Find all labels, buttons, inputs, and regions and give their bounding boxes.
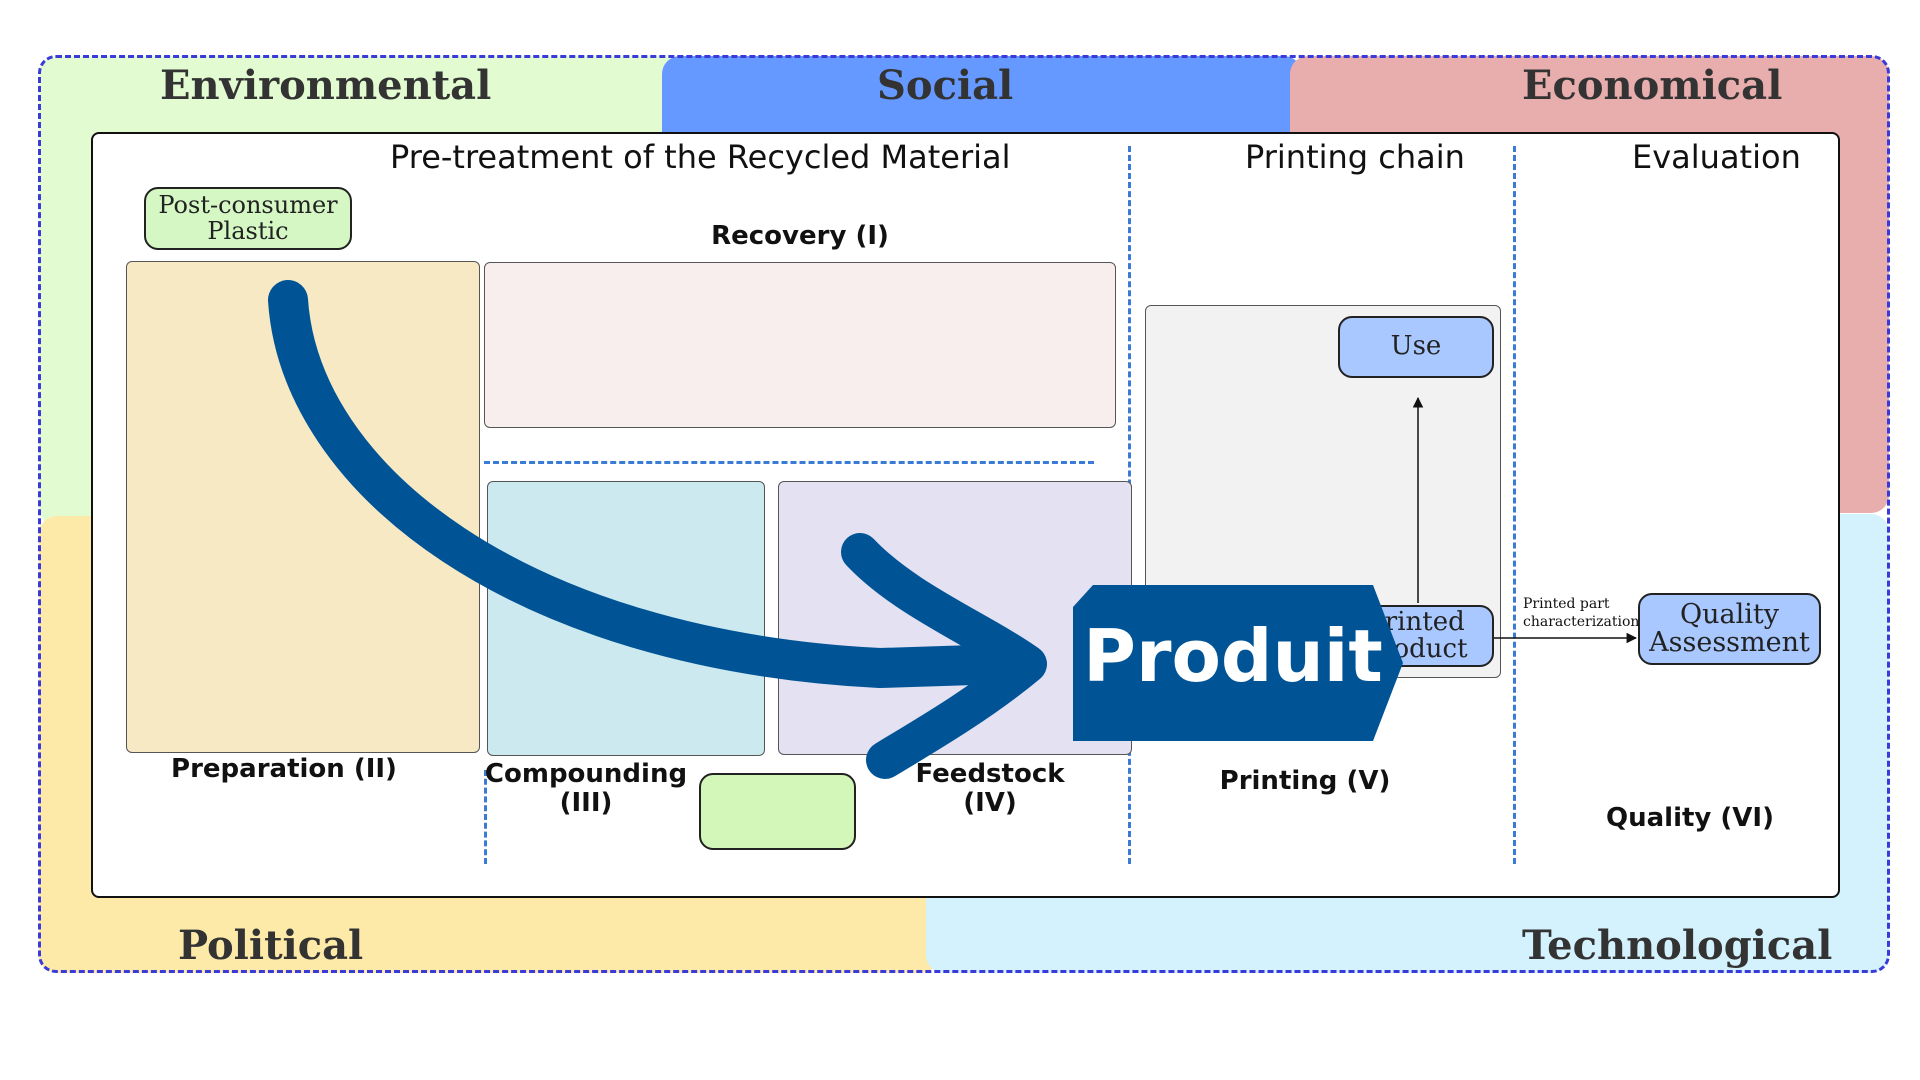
pretreatment-header: Pre-treatment of the Recycled Material	[390, 138, 1011, 176]
political-title: Political	[178, 922, 364, 969]
separator-compounding	[484, 770, 487, 864]
evaluation-header: Evaluation	[1632, 138, 1801, 176]
use-node: Use	[1338, 316, 1494, 378]
produit-banner	[1073, 585, 1403, 741]
quality-assessment-node: Quality Assessment	[1638, 593, 1821, 665]
printed-part-characterization-label: Printed part characterization	[1523, 596, 1640, 631]
recovery-box	[484, 262, 1116, 428]
technological-title: Technological	[1522, 922, 1833, 969]
recovery-label: Recovery (I)	[711, 221, 889, 251]
preparation-label: Preparation (II)	[171, 754, 397, 784]
economical-title: Economical	[1522, 62, 1783, 109]
compounding-label: Compounding (III)	[484, 759, 688, 818]
separator-recovery	[484, 461, 1094, 464]
social-title: Social	[877, 62, 1014, 109]
printing-label: Printing (V)	[1219, 766, 1391, 796]
printing-chain-header: Printing chain	[1245, 138, 1465, 176]
produit-label: Produit	[1083, 614, 1383, 698]
feedstock-label: Feedstock (IV)	[915, 759, 1065, 818]
environmental-title: Environmental	[160, 62, 492, 109]
post-consumer-plastic-node: Post-consumer Plastic	[144, 187, 352, 250]
separator-evaluation	[1513, 146, 1516, 864]
green-empty-node	[699, 773, 856, 850]
quality-label: Quality (VI)	[1606, 803, 1774, 833]
outer-dashed-frame	[38, 55, 1890, 973]
